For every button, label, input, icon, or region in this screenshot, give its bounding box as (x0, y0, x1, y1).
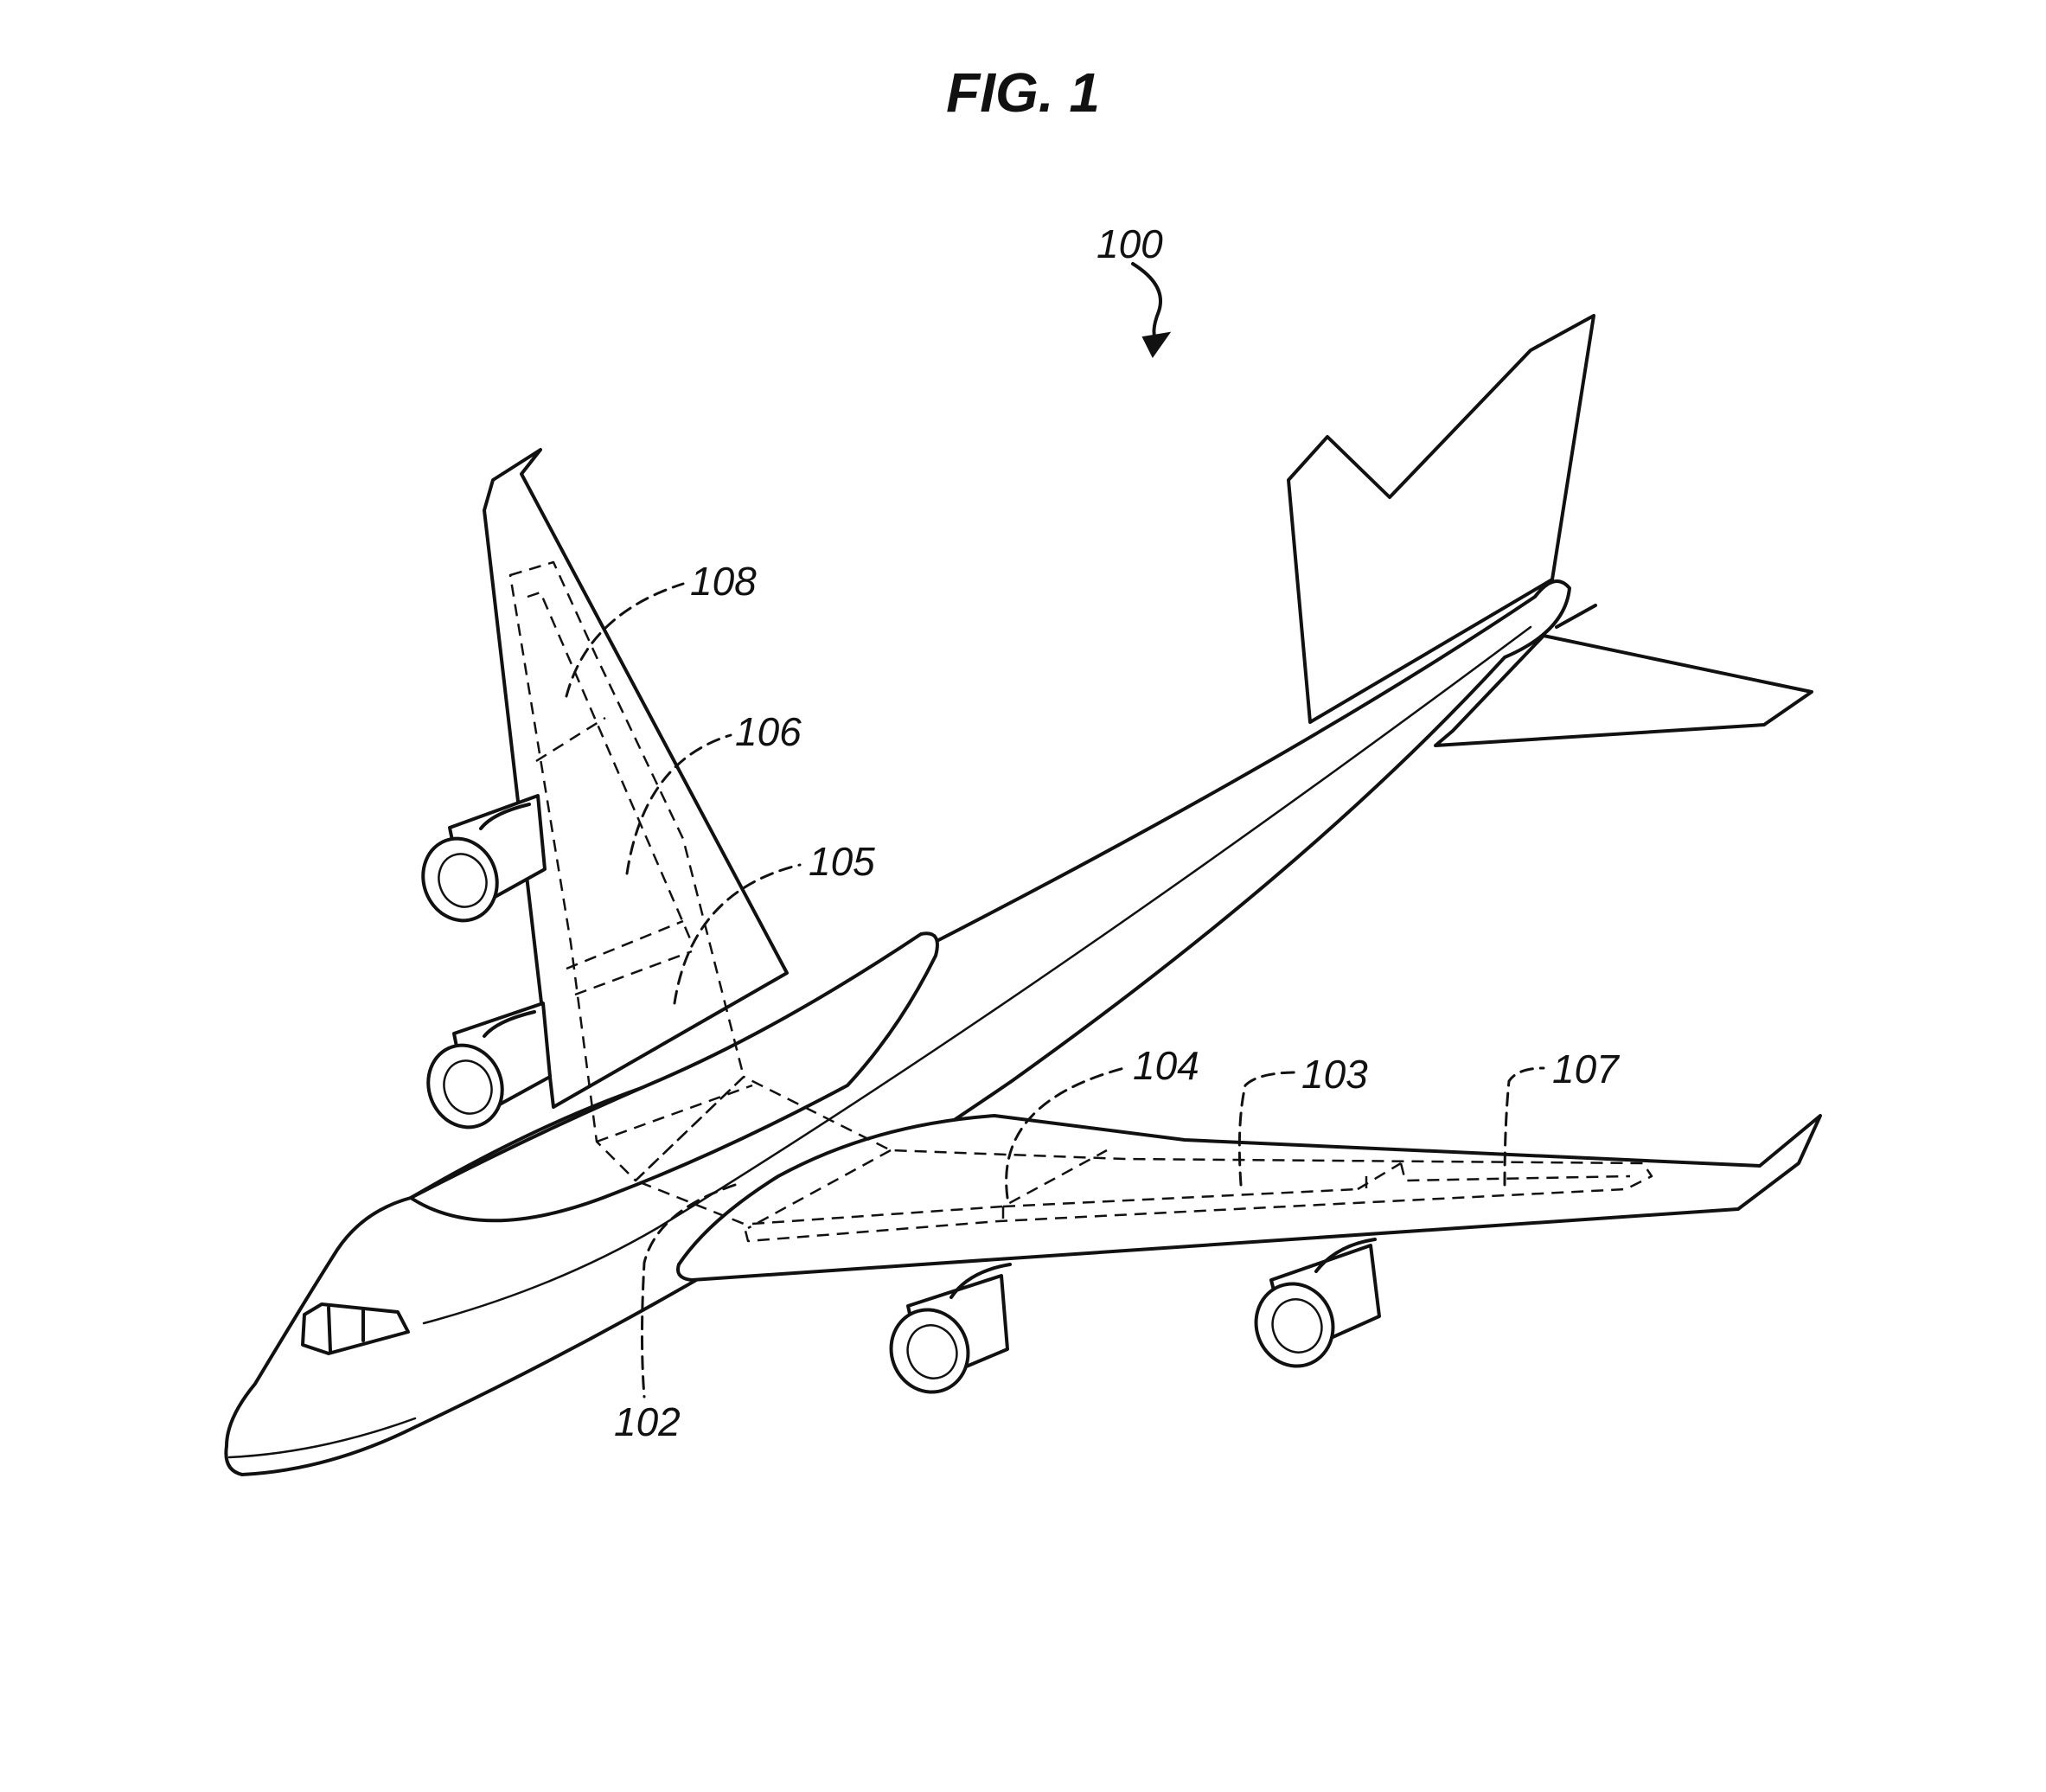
label-107: 107 (1552, 1046, 1620, 1091)
label-105: 105 (809, 839, 875, 884)
label-100: 100 (1097, 221, 1163, 266)
reference-arrow-100 (1133, 264, 1169, 356)
left-outboard-engine (412, 796, 545, 931)
label-103: 103 (1301, 1052, 1368, 1097)
label-104: 104 (1133, 1043, 1199, 1088)
right-inboard-engine (879, 1264, 1010, 1403)
label-106: 106 (735, 709, 802, 754)
label-102: 102 (614, 1399, 681, 1444)
right-outboard-engine (1244, 1239, 1379, 1377)
label-108: 108 (690, 559, 757, 604)
left-inboard-engine (417, 1003, 550, 1137)
